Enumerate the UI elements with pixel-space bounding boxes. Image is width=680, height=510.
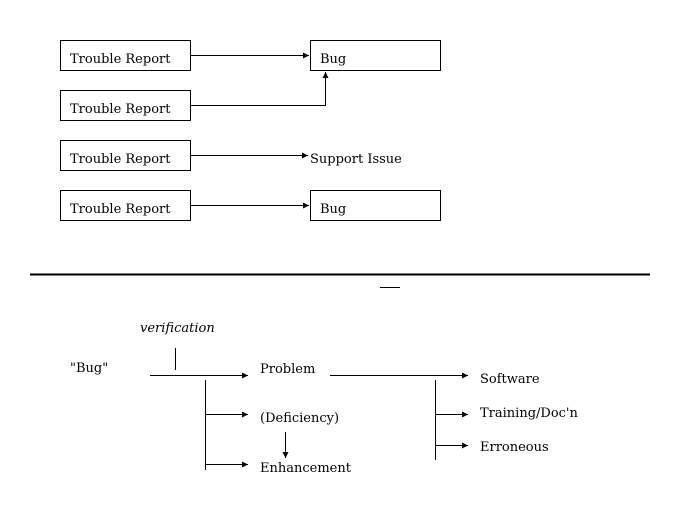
support-issue-label: Support Issue [310,152,402,167]
bug-box-2 [310,190,441,221]
report-row-1: Trouble Report Bug [60,40,441,71]
trouble-report-label-4: Trouble Report [70,202,171,217]
trouble-report-box-3 [60,140,191,171]
trouble-report-box-4 [60,190,191,221]
software-label: Software [480,372,540,387]
report-row-2: Trouble Report [60,72,329,121]
erroneous-label: Erroneous [480,440,549,455]
bug-source-label: "Bug" [70,361,108,376]
trouble-report-box-2 [60,90,191,121]
bug-label-1: Bug [320,52,346,67]
verification-label: verification [140,321,215,336]
trouble-report-box-1 [60,40,191,71]
connector-report2 [191,100,326,106]
trouble-report-label-1: Trouble Report [70,52,171,67]
classification-flow: verification "Bug" Problem (Deficiency) … [70,321,579,476]
report-row-3: Trouble Report Support Issue [60,140,402,171]
training-label: Training/Doc'n [480,406,579,421]
bug-label-2: Bug [320,202,346,217]
report-row-4: Trouble Report Bug [60,190,441,221]
enhancement-label: Enhancement [260,461,352,476]
trouble-report-label-3: Trouble Report [70,152,171,167]
trouble-report-label-2: Trouble Report [70,102,171,117]
bug-box-1 [310,40,441,71]
problem-label: Problem [260,362,315,377]
deficiency-label: (Deficiency) [260,411,339,426]
